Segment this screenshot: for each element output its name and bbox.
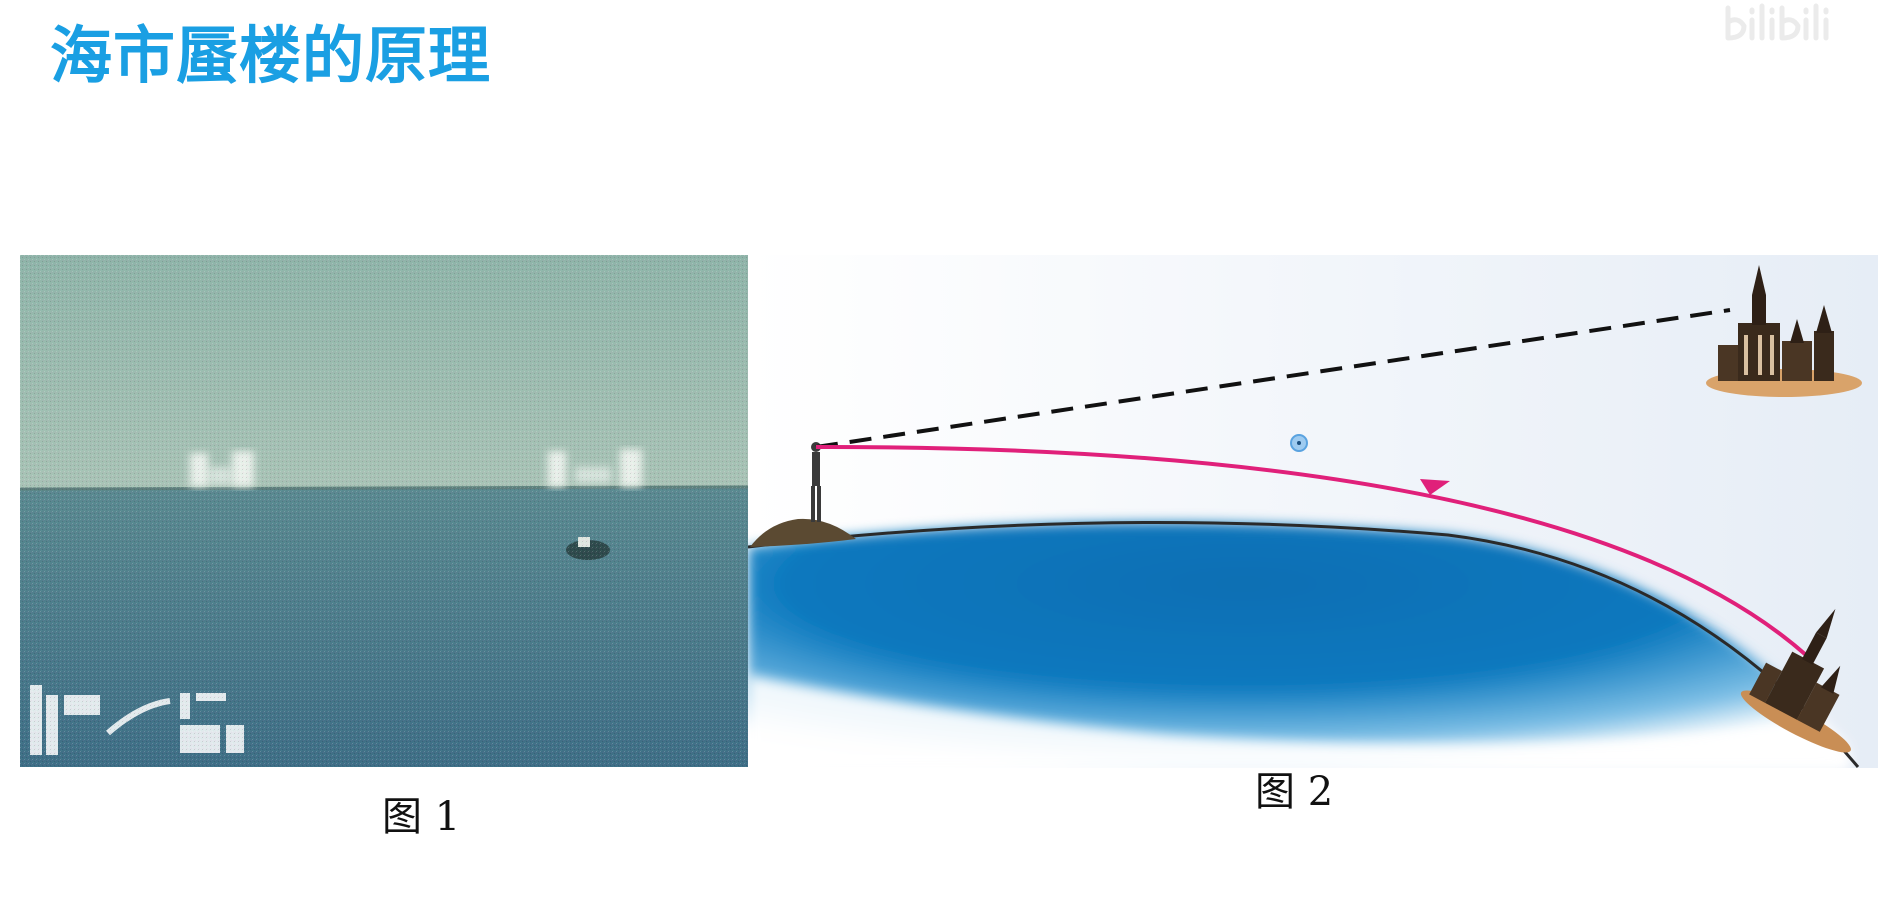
figure-2-foam <box>748 675 1848 768</box>
figure-2-light-ray <box>815 444 1808 657</box>
figure-2-sight-line <box>815 308 1731 449</box>
page-title: 海市蜃楼的原理 <box>50 19 492 92</box>
figure-2-virtual-building-icon <box>1706 265 1862 397</box>
figure-2-real-building-icon <box>1740 608 1851 753</box>
bilibili-watermark-logo <box>1725 3 1829 41</box>
figure-2-light-ray-arrow <box>1420 479 1450 495</box>
cursor-ring-icon <box>1290 434 1308 452</box>
figure-2-earth-surface <box>748 521 1860 768</box>
figure-2-mirage-diagram <box>748 255 1878 768</box>
figure-1-mirage-photo <box>20 255 748 767</box>
figure-2-sea <box>748 522 1848 768</box>
figure-1-caption: 图 1 <box>382 794 461 840</box>
figure-2-rock <box>750 518 856 547</box>
figure-2-caption: 图 2 <box>1255 769 1334 815</box>
